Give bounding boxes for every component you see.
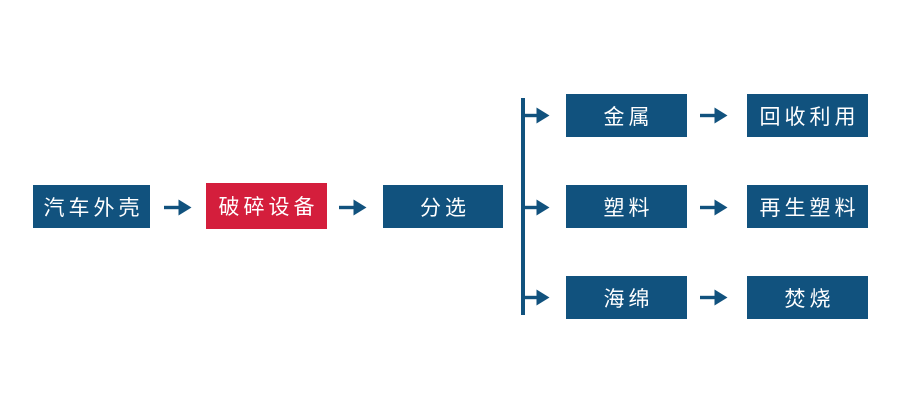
node-crushing-equipment: 破碎设备: [206, 183, 327, 229]
arrow-right-icon: [524, 289, 550, 306]
branch-connector-line: [521, 98, 525, 315]
node-sponge: 海绵: [566, 276, 687, 319]
arrow-right-icon: [700, 107, 728, 124]
arrow-right-icon: [339, 199, 367, 216]
arrow-right-icon: [700, 199, 728, 216]
node-sorting: 分选: [383, 185, 503, 228]
arrow-right-icon: [164, 199, 192, 216]
node-incineration: 焚烧: [747, 276, 868, 319]
node-recycled-plastic: 再生塑料: [747, 185, 868, 228]
arrow-right-icon: [524, 199, 550, 216]
node-plastic: 塑料: [566, 185, 687, 228]
node-car-shell: 汽车外壳: [33, 185, 150, 228]
arrow-right-icon: [700, 289, 728, 306]
arrow-right-icon: [524, 107, 550, 124]
node-recycling: 回收利用: [747, 94, 868, 137]
node-metal: 金属: [566, 94, 687, 137]
